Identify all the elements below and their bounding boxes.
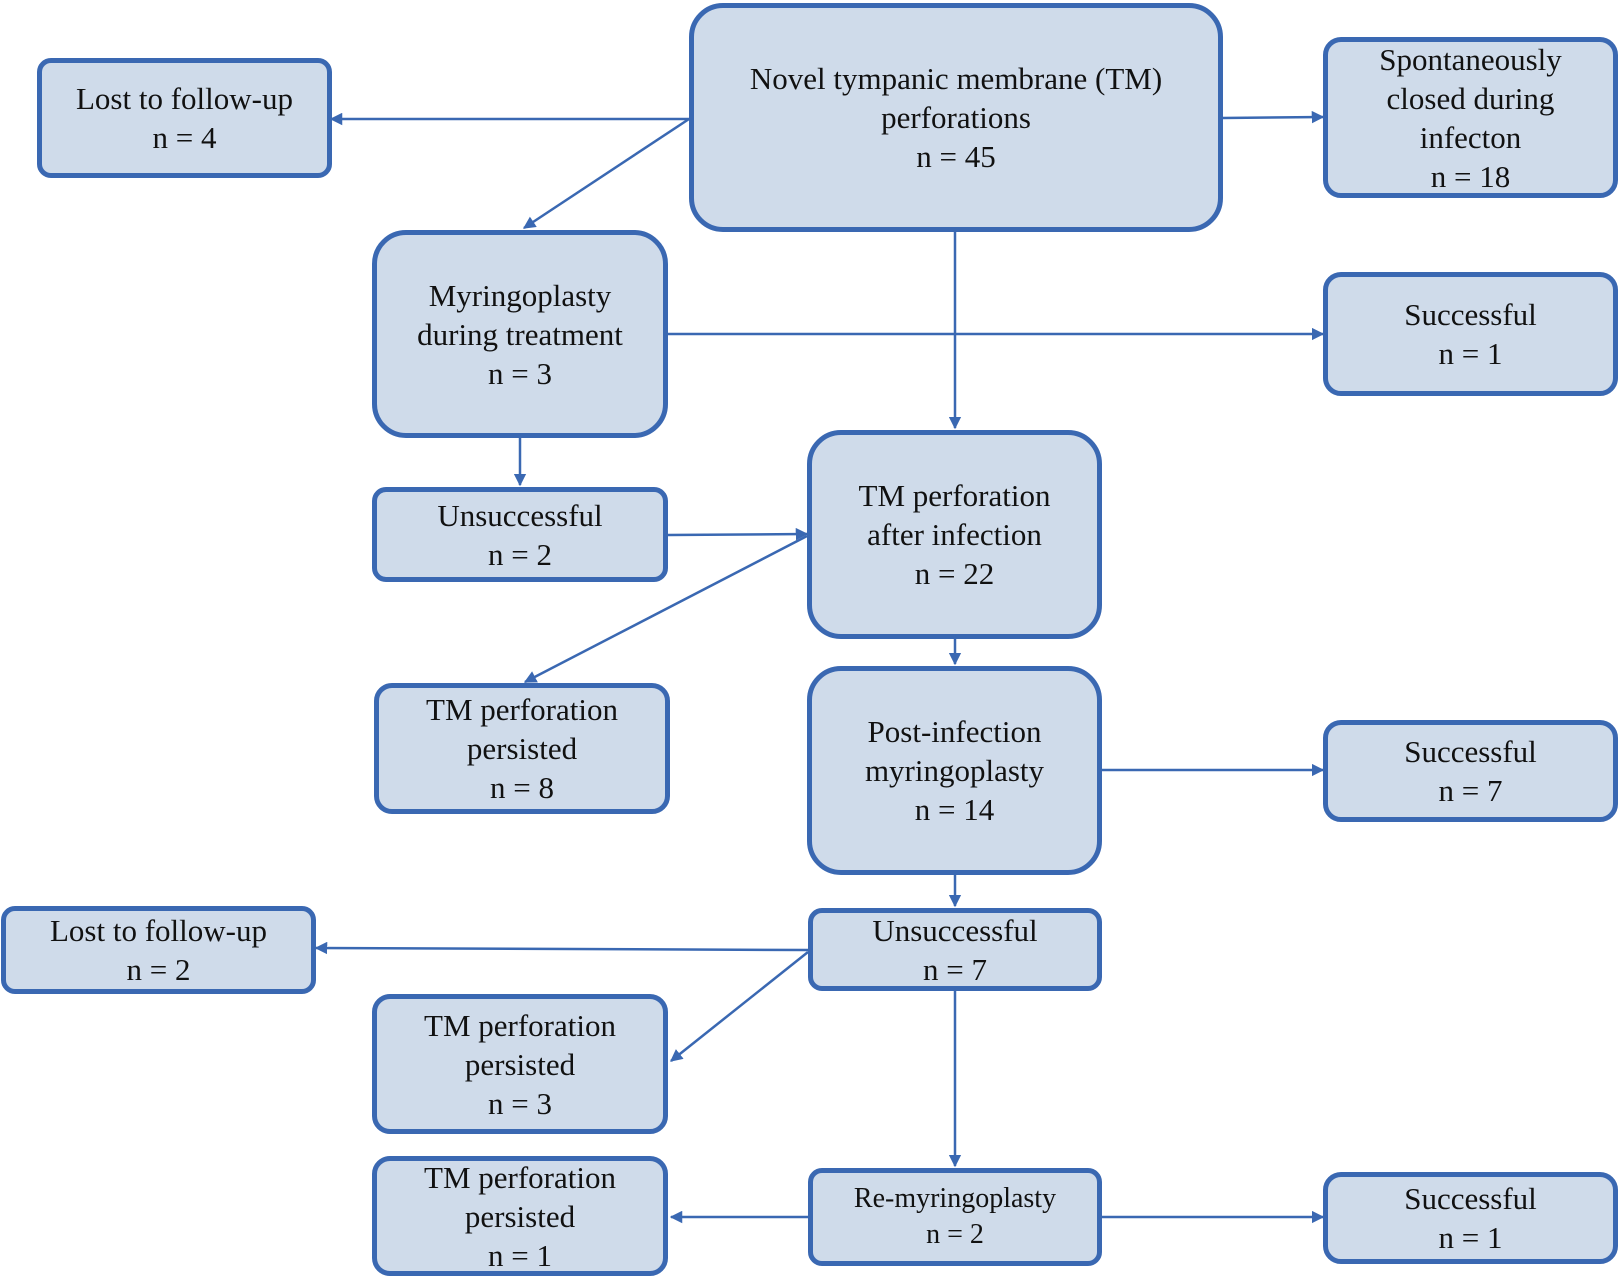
node-text-line: Unsuccessful	[872, 912, 1038, 948]
node-text-line: persisted	[466, 731, 578, 766]
node-unsuccessful-7: Unsuccessful n = 7	[808, 908, 1102, 991]
node-post-infection-myringoplasty: Post-infection myringoplasty n = 14	[807, 666, 1102, 875]
node-count: n = 1	[488, 1237, 552, 1273]
node-count: n = 1	[1438, 1220, 1503, 1255]
edge-unsuccessful-7-to-lost-bottom	[314, 941, 809, 955]
node-count: n = 3	[488, 355, 552, 391]
node-successful-1-bottom: Successful n = 1	[1323, 1172, 1618, 1264]
node-text-line: TM perforation	[424, 1159, 616, 1195]
node-count: n = 2	[488, 536, 552, 572]
node-text-line: Unsuccessful	[437, 497, 603, 533]
node-text-line: Successful	[1404, 1181, 1537, 1216]
node-count: n = 22	[914, 556, 995, 591]
node-count: n = 3	[488, 1085, 552, 1121]
node-count: n = 45	[916, 139, 996, 174]
node-text-line: Novel tympanic membrane (TM)	[749, 61, 1163, 96]
node-count: n = 14	[914, 792, 995, 827]
edge-novel-to-spontaneous	[1221, 110, 1325, 124]
edge-novel-to-myringoplasty	[522, 117, 690, 230]
node-text-line: infecton	[1419, 119, 1522, 155]
node-spontaneously-closed: Spontaneously closed during infecton n =…	[1323, 37, 1618, 198]
node-text-line: after infection	[867, 517, 1042, 552]
node-successful-1-top: Successful n = 1	[1323, 272, 1618, 396]
node-count: n = 8	[490, 770, 554, 805]
node-novel-tm-perforations: Novel tympanic membrane (TM) perforation…	[689, 3, 1223, 232]
node-tm-perforation-after-infection: TM perforation after infection n = 22	[807, 430, 1102, 639]
edge-unsuccessful-7-to-persisted-3	[670, 951, 809, 1062]
node-text-line: Re-myringoplasty	[853, 1183, 1057, 1214]
node-text-line: Successful	[1404, 297, 1537, 332]
node-text-line: myringoplasty	[864, 753, 1045, 788]
node-myringoplasty-during-treatment: Myringoplasty during treatment n = 3	[372, 230, 668, 438]
node-text-line: persisted	[464, 1046, 576, 1082]
node-text-line: closed during	[1386, 80, 1555, 116]
node-text-line: TM perforation	[426, 692, 618, 727]
node-text-line: TM perforation	[858, 478, 1051, 513]
node-text-line: persisted	[464, 1198, 576, 1234]
node-count: n = 7	[923, 951, 987, 987]
node-count: n = 1	[1438, 336, 1503, 371]
node-text-line: Spontaneously	[1379, 41, 1562, 77]
node-count: n = 18	[1430, 158, 1511, 194]
node-tm-perforation-persisted-8: TM perforation persisted n = 8	[374, 683, 670, 814]
node-text-line: Myringoplasty	[428, 277, 612, 313]
node-count: n = 2	[126, 952, 191, 987]
node-text-line: Lost to follow-up	[50, 913, 267, 948]
node-lost-to-follow-up-bottom: Lost to follow-up n = 2	[1, 906, 316, 994]
node-text-line: Lost to follow-up	[76, 81, 293, 116]
node-unsuccessful-2: Unsuccessful n = 2	[372, 487, 668, 582]
node-tm-perforation-persisted-3: TM perforation persisted n = 3	[372, 994, 668, 1134]
node-text-line: during treatment	[417, 316, 623, 352]
node-count: n = 2	[926, 1219, 984, 1250]
node-text-line: Post-infection	[867, 714, 1042, 749]
node-re-myringoplasty: Re-myringoplasty n = 2	[808, 1168, 1102, 1266]
node-lost-to-follow-up-top: Lost to follow-up n = 4	[37, 58, 332, 178]
node-text-line: TM perforation	[424, 1007, 616, 1043]
node-count: n = 4	[152, 120, 217, 155]
node-count: n = 7	[1438, 773, 1503, 808]
node-text-line: perforations	[881, 100, 1031, 135]
node-tm-perforation-persisted-1: TM perforation persisted n = 1	[372, 1156, 668, 1276]
node-successful-7: Successful n = 7	[1323, 720, 1618, 822]
node-text-line: Successful	[1404, 734, 1537, 769]
edge-unsuccessful-2-to-tm-after-infection	[667, 527, 809, 541]
